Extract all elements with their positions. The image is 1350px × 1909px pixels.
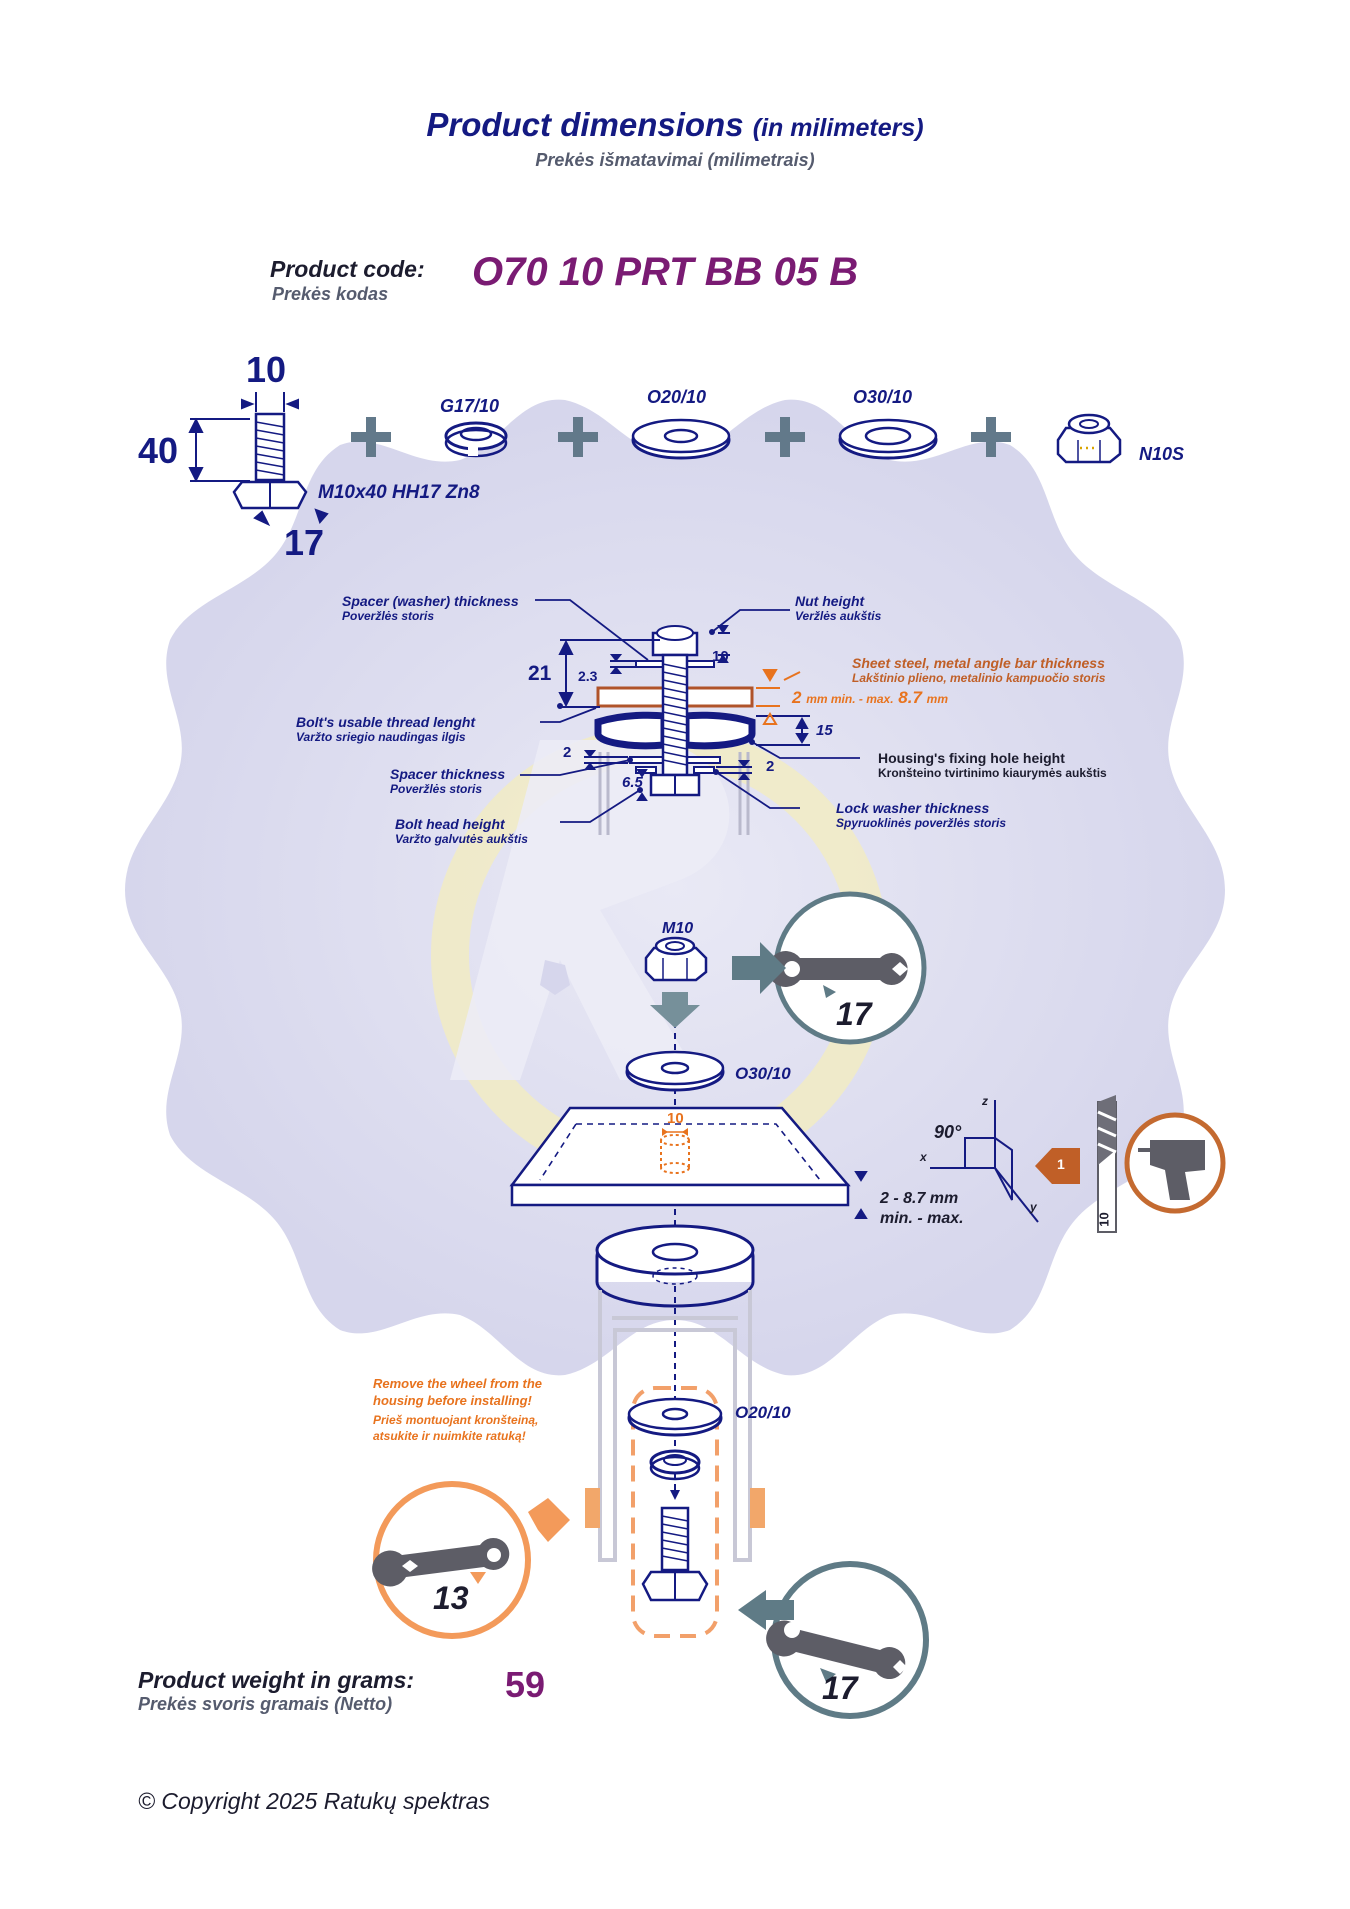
weight-label: Product weight in grams: — [138, 1667, 415, 1693]
bolt-assembly-icon — [641, 1506, 709, 1602]
lock-washer-icon — [444, 421, 508, 458]
spacer-thickness2-lt: Poveržlės storis — [390, 782, 483, 796]
washer-top-label: O30/10 — [735, 1064, 791, 1083]
spacer-value: 2 — [563, 744, 572, 761]
drill-size-label: 10 — [1096, 1212, 1112, 1227]
nut-icon — [1056, 413, 1122, 464]
plate-range-label: 2 - 8.7 mm — [880, 1190, 959, 1207]
washer-small-label: O20/10 — [647, 387, 707, 407]
bolt-head-height-en: Bolt head height — [395, 816, 505, 832]
lock-washer-thickness-lt: Spyruoklinės poveržlės storis — [836, 816, 1007, 830]
wrench-bottom-size: 17 — [822, 1670, 858, 1706]
bolt-length-label: 40 — [138, 430, 179, 471]
product-code-label-lt: Prekės kodas — [272, 284, 389, 304]
sheet-range: 2 mm min. - max. 8.7 mm — [792, 688, 949, 707]
nut-height-en: Nut height — [795, 593, 865, 609]
wheel-housing — [585, 1224, 765, 1562]
bolt-head-label: 17 — [284, 522, 325, 563]
angle-label: 90° — [934, 1122, 962, 1142]
lock-washer-label: G17/10 — [440, 396, 500, 416]
nut-assembly-icon — [644, 936, 708, 982]
cross-section — [520, 599, 860, 835]
lock-washer-thickness-en: Lock washer thickness — [836, 800, 990, 816]
wrench-top-size: 17 — [836, 996, 872, 1032]
washer-large-label: O30/10 — [853, 387, 913, 407]
hole-diameter-label: 10 — [667, 1110, 684, 1127]
nut-height-lt: Veržlės aukštis — [795, 609, 882, 623]
plate-range-sub: min. - max. — [880, 1210, 964, 1227]
axis-y-label: y — [1030, 1200, 1037, 1214]
spacer-thickness-lt: Poveržlės storis — [342, 609, 435, 623]
warning-lt-2: atsukite ir nuimkite ratuką! — [373, 1429, 526, 1443]
housing-height-value: 15 — [816, 722, 833, 739]
bolt-head-height-value: 6.5 — [622, 774, 643, 791]
drill-bit-icon — [1097, 1095, 1117, 1233]
sheet-thickness-en: Sheet steel, metal angle bar thickness — [852, 655, 1105, 671]
weight-label-lt: Prekės svoris gramais (Netto) — [138, 1694, 393, 1714]
axis-x-label: x — [920, 1150, 927, 1164]
nut-height-value: 10 — [712, 648, 729, 665]
metal-plate — [509, 1106, 851, 1207]
wrench-top-icon — [767, 891, 927, 1045]
spacer-thickness-en: Spacer (washer) thickness — [342, 593, 519, 609]
thread-length-en: Bolt's usable thread lenght — [296, 714, 476, 730]
washer-bottom-label: O20/10 — [735, 1403, 791, 1422]
product-code-label: Product code: — [270, 256, 425, 282]
thread-length-lt: Varžto sriegio naudingas ilgis — [296, 730, 466, 744]
page-title: Product dimensions (in milimeters) — [426, 106, 924, 143]
step-number: 1 — [1057, 1156, 1065, 1172]
nut-m10-label: M10 — [662, 920, 694, 937]
bolt-head-height-lt: Varžto galvutės aukštis — [395, 832, 528, 846]
washer-large-icon — [838, 418, 938, 460]
thread-length-value: 21 — [528, 662, 552, 685]
wrench-bottom-icon — [766, 1561, 929, 1719]
axis-z-label: z — [982, 1094, 988, 1108]
spacer-thickness2-en: Spacer thickness — [390, 766, 506, 782]
wrench-left-size: 13 — [433, 1580, 469, 1616]
housing-height-lt: Kronšteino tvirtinimo kiaurymės aukštis — [878, 766, 1107, 780]
product-code: O70 10 PRT BB 05 B — [472, 250, 859, 294]
washer-small-icon — [631, 418, 731, 460]
drill-icon — [1124, 1112, 1226, 1214]
bolt-icon — [232, 412, 308, 510]
bolt-name: M10x40 HH17 Zn8 — [318, 482, 480, 503]
nut-label: N10S — [1139, 444, 1185, 464]
weight-value: 59 — [505, 1664, 546, 1705]
page-subtitle: Prekės išmatavimai (milimetrais) — [535, 150, 815, 170]
bolt-width-label: 10 — [246, 349, 287, 390]
axis-diagram — [930, 1100, 1039, 1223]
housing-height-en: Housing's fixing hole height — [878, 750, 1065, 766]
warning-en-1: Remove the wheel from the — [373, 1376, 543, 1391]
warning-en-2: housing before installing! — [373, 1393, 532, 1408]
wrench-left-icon — [372, 1481, 531, 1639]
lock-washer-value: 2 — [766, 758, 775, 775]
copyright: © Copyright 2025 Ratukų spektras — [138, 1788, 490, 1814]
warning-lt-1: Prieš montuojant kronšteiną, — [373, 1413, 539, 1427]
sheet-thickness-lt: Lakštinio plieno, metalinio kampuočio st… — [852, 671, 1106, 685]
washer-thickness-value: 2.3 — [578, 668, 598, 684]
